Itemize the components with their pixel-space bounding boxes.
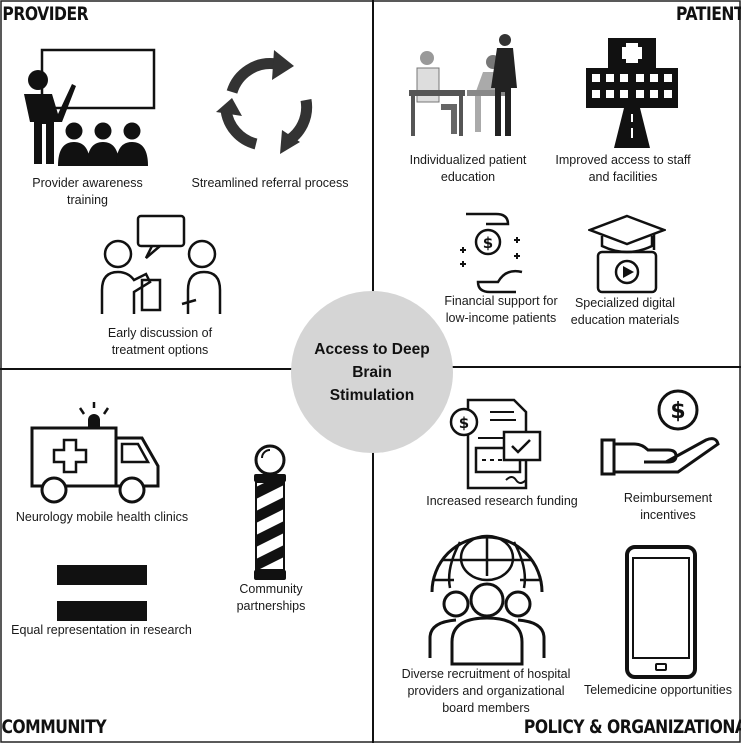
ambulance-icon	[30, 402, 160, 504]
barber-pole-icon	[254, 444, 286, 580]
smartphone-icon	[625, 545, 697, 679]
community-item-mobile-clinics: Neurology mobile health clinics	[15, 510, 189, 524]
svg-text:$: $	[483, 234, 493, 252]
center-circle: Access to Deep Brain Stimulation	[291, 291, 453, 453]
funding-document-icon: $	[449, 398, 542, 490]
provider-item-discussion: Early discussion of treatment options	[107, 326, 213, 357]
patient-item-education: Individualized patient education	[409, 153, 527, 184]
policy-item-research-funding: Increased research funding	[426, 494, 578, 508]
money-handshake-icon: $	[460, 212, 523, 294]
policy-item-telemedicine: Telemedicine opportunities	[583, 683, 732, 697]
conversation-icon	[100, 214, 222, 314]
policy-title: POLICY & ORGANIZATIONAL	[524, 716, 741, 738]
patient-title: PATIENT	[675, 3, 741, 25]
center-label: Access to Deep Brain Stimulation	[314, 340, 430, 404]
provider-title: PROVIDER	[2, 3, 89, 25]
circular-arrows-icon	[216, 50, 313, 154]
policy-item-diverse-recruitment: Diverse recruitment of hospital provider…	[401, 667, 571, 715]
patient-item-digital: Specialized digital education materials	[570, 296, 680, 327]
doctor-patient-icon	[409, 34, 517, 136]
community-item-representation: Equal representation in research	[11, 623, 192, 637]
patient-item-access: Improved access to staff and facilities	[555, 153, 691, 184]
provider-item-awareness: Provider awareness training	[32, 176, 143, 207]
svg-text:$: $	[670, 399, 685, 424]
patient-item-financial: Financial support for low-income patient…	[444, 294, 558, 325]
provider-item-referral: Streamlined referral process	[191, 176, 349, 190]
svg-text:$: $	[459, 414, 469, 432]
community-item-partnerships: Community partnerships	[236, 582, 306, 613]
equals-icon	[57, 565, 147, 621]
hospital-road-icon	[586, 38, 678, 148]
presenter-classroom-icon	[24, 48, 156, 166]
policy-item-reimbursement: Reimbursement incentives	[623, 491, 713, 522]
hand-coin-icon: $	[600, 389, 720, 476]
community-title: COMMUNITY	[1, 716, 107, 738]
graduation-video-icon	[588, 214, 666, 294]
globe-people-icon	[428, 534, 546, 666]
